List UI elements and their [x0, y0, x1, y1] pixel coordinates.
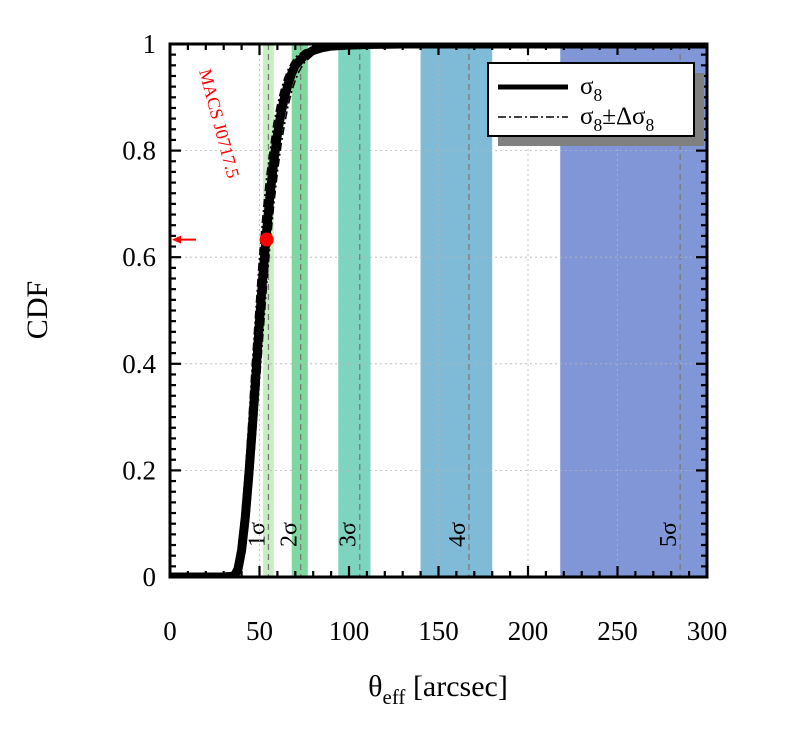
y-axis-title: CDF	[21, 281, 54, 339]
x-tick-label: 200	[508, 616, 549, 646]
legend-label-sigma8: σ8	[580, 73, 602, 105]
highlight-markers: MACS J0717.5	[172, 67, 274, 247]
y-tick-label: 0.4	[122, 349, 156, 379]
x-axis-title: θeff [arcsec]	[368, 670, 508, 709]
axis-ticks	[168, 42, 709, 579]
x-tick-label: 150	[418, 616, 459, 646]
sigma-band	[291, 44, 308, 577]
y-tick-label: 0.8	[122, 136, 156, 166]
y-tick-label: 0.2	[122, 455, 156, 485]
cluster-point	[259, 232, 274, 247]
sigma-label: 2σ	[277, 522, 303, 547]
axis-labels: 0 50 100 150 200 250 300 0 0.2 0.4 0.6 0.8 1 θeff [ar…	[21, 29, 727, 709]
legend-label-sigma8-range: σ8±Δσ8	[580, 103, 655, 135]
y-tick-label: 1	[143, 29, 157, 59]
sigma-band	[263, 44, 274, 577]
x-tick-label: 100	[329, 616, 370, 646]
x-tick-label: 300	[687, 616, 728, 646]
cluster-annotation: MACS J0717.5	[195, 67, 243, 180]
x-tick-label: 250	[597, 616, 638, 646]
y-tick-label: 0.6	[122, 242, 156, 272]
legend-box	[487, 62, 695, 137]
sigma-band	[420, 44, 493, 577]
x-tick-label: 0	[163, 616, 177, 646]
sigma-band	[338, 44, 371, 577]
sigma-label: 5σ	[656, 522, 682, 547]
x-tick-label: 50	[246, 616, 273, 646]
y-tick-label: 0	[143, 562, 157, 592]
series-line-sigma8-lower	[170, 44, 707, 577]
sigma-label: 4σ	[445, 522, 471, 547]
arrow-head	[172, 235, 181, 244]
